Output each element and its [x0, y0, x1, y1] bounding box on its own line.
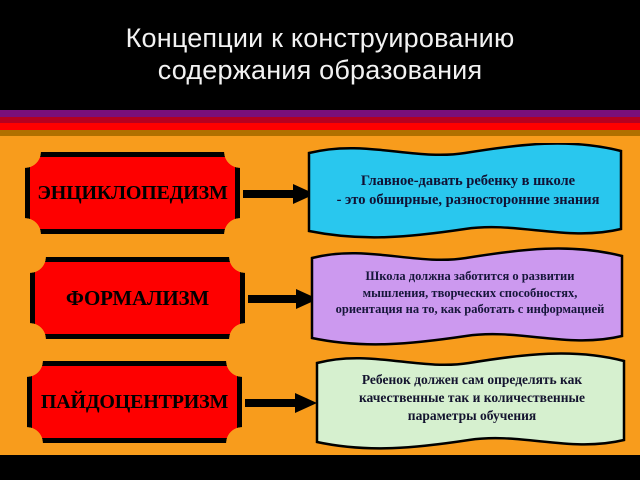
concept-box-paidocentrism[interactable]: ПАЙДОЦЕНТРИЗМ	[27, 361, 242, 443]
concept-label: ЭНЦИКЛОПЕДИЗМ	[37, 181, 228, 204]
bottom-band	[0, 455, 640, 480]
concept-label: ФОРМАЛИЗМ	[65, 285, 210, 310]
gold-stripe	[0, 130, 640, 136]
description-callout-encyclopedism[interactable]	[305, 143, 627, 240]
crimson-stripe	[0, 117, 640, 123]
concept-box-encyclopedism[interactable]: ЭНЦИКЛОПЕДИЗМ	[25, 152, 240, 234]
description-callout-formalism[interactable]	[308, 247, 628, 347]
right-arrow-icon-1	[243, 184, 315, 204]
right-arrow-icon-2	[248, 289, 318, 309]
purple-stripe	[0, 110, 640, 117]
red-stripe	[0, 123, 640, 130]
title-band: Концепции к конструированию содержания о…	[0, 0, 640, 110]
page-title: Концепции к конструированию содержания о…	[125, 23, 515, 85]
concept-box-formalism[interactable]: ФОРМАЛИЗМ	[30, 257, 245, 339]
right-arrow-icon-3	[245, 393, 317, 413]
description-callout-paidocentrism[interactable]	[313, 352, 630, 451]
concept-label: ПАЙДОЦЕНТРИЗМ	[40, 390, 229, 413]
